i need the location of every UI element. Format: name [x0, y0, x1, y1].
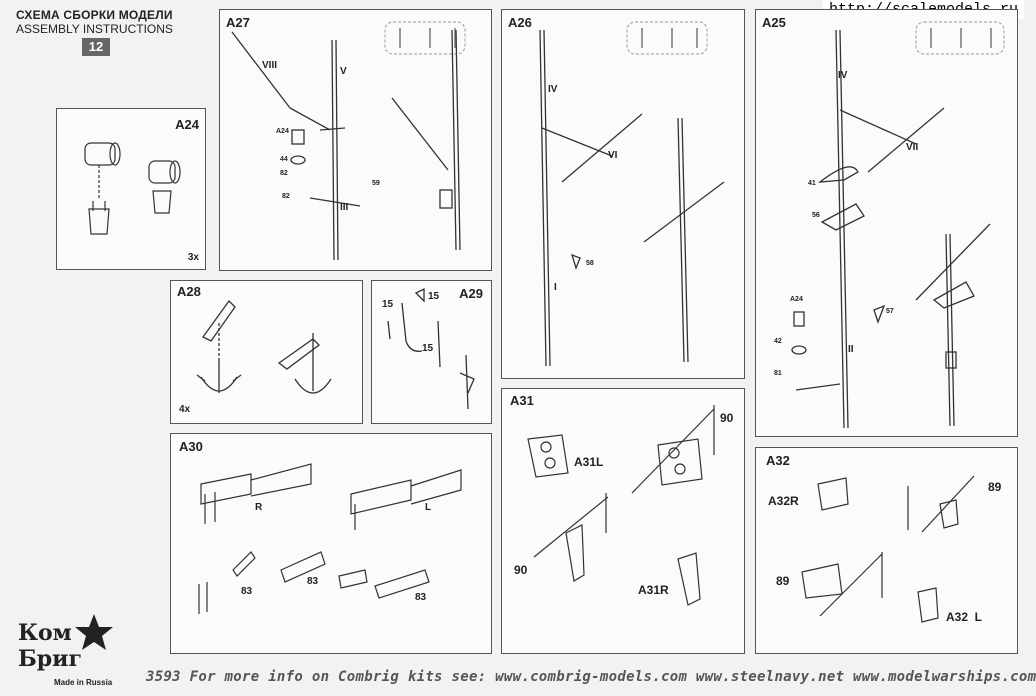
- label-vii: VII: [906, 142, 919, 153]
- panel-a28: A28 4x: [170, 280, 363, 424]
- title-russian: СХЕМА СБОРКИ МОДЕЛИ: [16, 8, 173, 22]
- label-viii: VIII: [262, 60, 278, 71]
- panel-title: A28: [177, 284, 201, 299]
- panel-a31: A31 A31L A31R 90 90: [501, 388, 745, 654]
- label-a31l: A31L: [574, 455, 604, 469]
- label-59: 59: [372, 180, 380, 187]
- ladder-drawing: [198, 463, 462, 614]
- platform-a31-drawing: [527, 405, 715, 606]
- panel-a24: A24 3x: [56, 108, 206, 270]
- label-15a: 15: [428, 291, 440, 302]
- davit-drawing: [387, 287, 475, 410]
- label-58: 58: [586, 260, 594, 267]
- star-icon: [75, 614, 113, 650]
- label-44: 44: [280, 156, 288, 163]
- panel-title: A32: [766, 453, 790, 468]
- page-number: 12: [82, 38, 110, 56]
- label-83c: 83: [415, 592, 427, 603]
- panel-title: A24: [175, 117, 199, 132]
- label-iii: III: [340, 202, 349, 213]
- label-vi: VI: [608, 150, 618, 161]
- panel-a27: A27 VIII V III A24 44 82 82 59: [219, 9, 492, 271]
- quantity-label: 3x: [187, 252, 199, 263]
- label-a31r: A31R: [638, 583, 669, 597]
- platform-a32-drawing: [801, 475, 975, 623]
- panel-a26: A26 IV VI I 58: [501, 9, 745, 379]
- mast-a26-drawing: [539, 21, 725, 367]
- label-ii: II: [848, 344, 854, 355]
- label-iv: IV: [548, 84, 558, 95]
- anchor-drawing: [196, 300, 332, 394]
- label-56: 56: [812, 212, 820, 219]
- mast-a25-drawing: [791, 21, 1005, 429]
- label-a24: A24: [276, 128, 289, 135]
- label-a32r: A32R: [768, 494, 799, 508]
- logo-line-1: Ком: [18, 620, 72, 646]
- label-i: I: [554, 282, 557, 293]
- searchlight-drawing: [84, 142, 181, 235]
- label-r: R: [255, 502, 263, 513]
- label-15b: 15: [382, 299, 394, 310]
- label-v: V: [340, 66, 347, 77]
- panel-a30: A30 R L 83 83 83: [170, 433, 492, 654]
- label-15c: 15: [422, 343, 434, 354]
- label-82a: 82: [280, 170, 288, 177]
- label-82b: 82: [282, 193, 290, 200]
- mast-a27-drawing: [231, 21, 466, 261]
- label-41: 41: [808, 180, 816, 187]
- logo-tagline: Made in Russia: [54, 678, 113, 687]
- panel-a29: A29 15 15 15: [371, 280, 492, 424]
- label-42: 42: [774, 338, 782, 345]
- label-83a: 83: [241, 586, 253, 597]
- title-english: ASSEMBLY INSTRUCTIONS: [16, 22, 173, 36]
- panel-title: A26: [508, 15, 532, 30]
- panel-a32: A32 A32R A32 L 89 89: [755, 447, 1018, 654]
- panel-title: A29: [459, 286, 483, 301]
- kombrig-logo: Ком Бриг Made in Russia: [12, 612, 122, 692]
- label-89a: 89: [988, 480, 1002, 494]
- label-81: 81: [774, 370, 782, 377]
- panel-a25: A25 IV VII II 41 56 A24 42 81 57: [755, 9, 1018, 437]
- panel-title: A31: [510, 393, 534, 408]
- label-90b: 90: [514, 563, 528, 577]
- label-90a: 90: [720, 411, 734, 425]
- label-89b: 89: [776, 574, 790, 588]
- quantity-label: 4x: [179, 404, 191, 415]
- label-a32l: A32 L: [946, 610, 983, 624]
- label-iv: IV: [838, 70, 848, 81]
- label-83b: 83: [307, 576, 319, 587]
- panel-title: A27: [226, 15, 250, 30]
- panel-title: A30: [179, 439, 203, 454]
- label-57: 57: [886, 308, 894, 315]
- logo-line-2: Бриг: [18, 646, 82, 672]
- label-a24: A24: [790, 296, 803, 303]
- label-l: L: [425, 502, 432, 513]
- footer-links: 3593 For more info on Combrig kits see: …: [146, 669, 1036, 685]
- panel-title: A25: [762, 15, 786, 30]
